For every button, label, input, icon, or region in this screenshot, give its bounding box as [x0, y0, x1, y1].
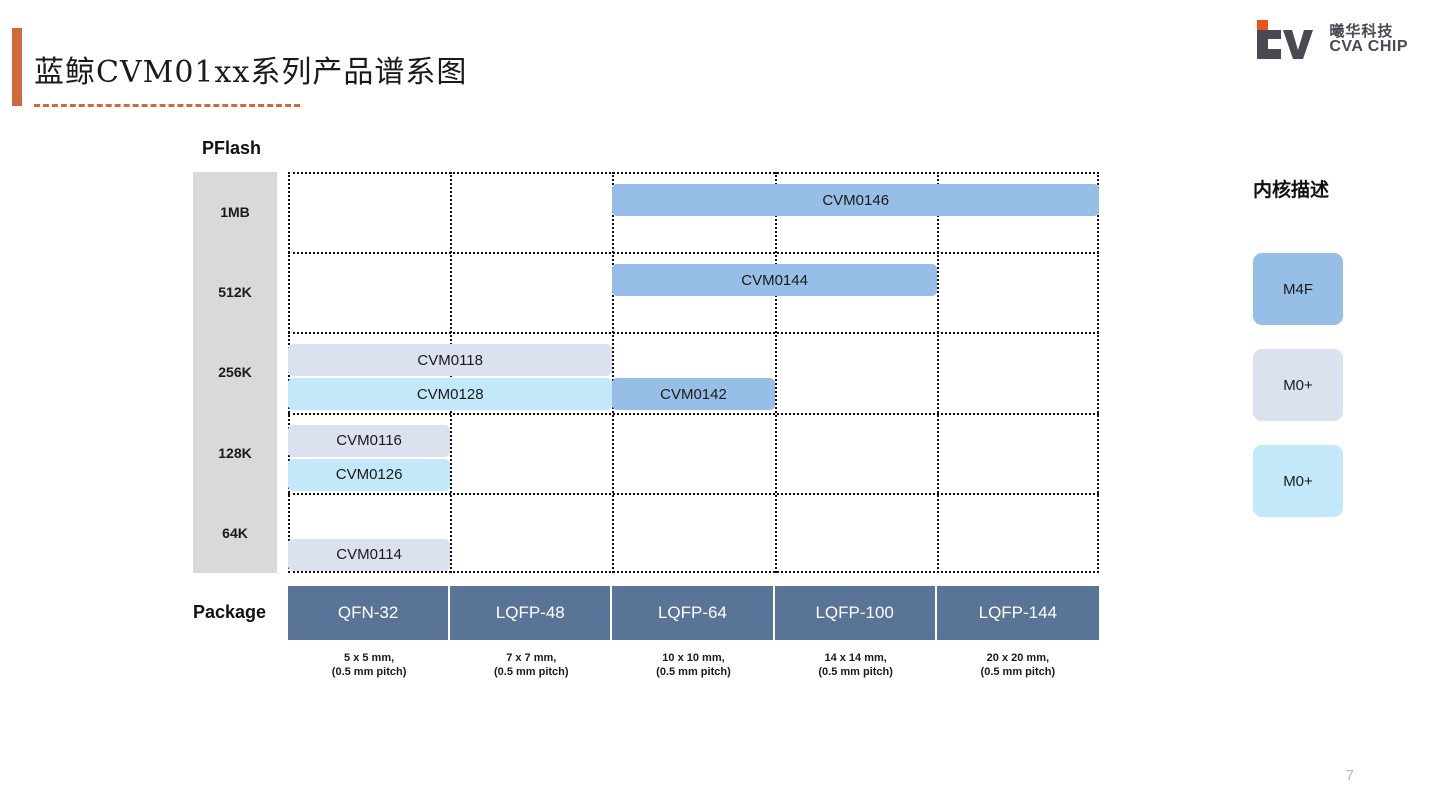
product-bar-label: CVM0118: [417, 351, 483, 369]
legend-chip-label: M4F: [1283, 280, 1313, 298]
package-size-pitch: (0.5 mm pitch): [980, 665, 1056, 678]
product-bar-label: CVM0116: [336, 432, 402, 450]
brand-logo: 曦华科技 CVA CHIP: [1251, 18, 1408, 62]
gridline-horizontal: [288, 252, 1099, 255]
page-title: 蓝鲸CVM01xx系列产品谱系图: [34, 55, 468, 90]
logo-text: 曦华科技 CVA CHIP: [1329, 22, 1408, 57]
logo-en-name: CVA CHIP: [1329, 38, 1408, 56]
package-size-row: 5 x 5 mm,(0.5 mm pitch)7 x 7 mm,(0.5 mm …: [288, 652, 1099, 680]
gridline-vertical: [1097, 172, 1099, 573]
package-cell-lqfp-100[interactable]: LQFP-100: [774, 586, 937, 640]
package-size-4: 14 x 14 mm,(0.5 mm pitch): [775, 652, 937, 680]
package-size-5: 20 x 20 mm,(0.5 mm pitch): [937, 652, 1099, 680]
package-size-pitch: (0.5 mm pitch): [331, 665, 407, 678]
cva-chip-logo-icon: [1251, 20, 1319, 60]
legend-chip-label: M0+: [1283, 472, 1313, 490]
product-bar-label: CVM0144: [741, 271, 808, 289]
product-bar-cvm0144[interactable]: CVM0144: [612, 264, 937, 297]
legend-title: 内核描述: [1253, 180, 1330, 201]
product-bar-cvm0128[interactable]: CVM0128: [288, 378, 613, 411]
package-size-3: 10 x 10 mm,(0.5 mm pitch): [612, 652, 774, 680]
product-bar-label: CVM0146: [822, 191, 890, 209]
package-size-1: 5 x 5 mm,(0.5 mm pitch): [288, 652, 450, 680]
legend-chip-label: M0+: [1283, 376, 1313, 394]
package-size-2: 7 x 7 mm,(0.5 mm pitch): [450, 652, 612, 680]
product-bar-label: CVM0126: [335, 466, 403, 484]
pflash-axis: 1MB 512K 256K 128K 64K: [193, 172, 277, 573]
title-underline: [34, 104, 300, 107]
package-size-pitch: (0.5 mm pitch): [493, 665, 569, 678]
package-size-pitch: (0.5 mm pitch): [656, 665, 731, 678]
product-bar-label: CVM0142: [660, 385, 727, 403]
product-bar-cvm0118[interactable]: CVM0118: [288, 344, 613, 377]
pflash-tick-512k: 512K: [218, 284, 252, 301]
package-size-pitch: (0.5 mm pitch): [818, 665, 893, 678]
package-size-dimension: 20 x 20 mm,: [986, 652, 1050, 664]
package-size-dimension: 14 x 14 mm,: [824, 652, 887, 664]
gridline-horizontal: [288, 412, 1099, 415]
gridline-vertical: [774, 172, 777, 573]
page-number: 7: [1345, 767, 1354, 784]
gridline-horizontal: [288, 172, 1099, 174]
package-axis-title: Package: [193, 602, 267, 622]
legend-chip-2: M0+: [1253, 445, 1343, 517]
gridline-vertical: [936, 172, 939, 573]
pflash-tick-256k: 256K: [218, 364, 252, 381]
legend-chip-0: M4F: [1253, 253, 1343, 325]
pflash-tick-1mb: 1MB: [220, 204, 250, 220]
package-cell-lqfp-48[interactable]: LQFP-48: [450, 586, 613, 640]
package-cell-lqfp-144[interactable]: LQFP-144: [936, 586, 1099, 640]
product-bar-cvm0142[interactable]: CVM0142: [612, 378, 775, 411]
gridline-horizontal: [288, 571, 1099, 573]
product-bar-label: CVM0128: [416, 385, 484, 403]
product-bar-label: CVM0114: [336, 546, 402, 564]
product-bar-cvm0116[interactable]: CVM0116: [288, 424, 451, 457]
gridline-horizontal: [288, 332, 1099, 335]
package-cell-lqfp-64[interactable]: LQFP-64: [612, 586, 775, 640]
product-bar-cvm0126[interactable]: CVM0126: [288, 458, 451, 491]
pflash-axis-title: PFlash: [202, 138, 262, 158]
pflash-tick-64k: 64K: [222, 524, 248, 541]
gridline-vertical: [612, 172, 615, 573]
pflash-tick-128k: 128K: [218, 444, 252, 461]
package-size-dimension: 7 x 7 mm,: [506, 652, 557, 664]
gridline-horizontal: [288, 492, 1099, 495]
package-size-dimension: 5 x 5 mm,: [344, 652, 395, 664]
legend-chip-1: M0+: [1253, 349, 1343, 421]
logo-cn-name: 曦华科技: [1329, 22, 1394, 40]
product-bar-cvm0114[interactable]: CVM0114: [288, 538, 451, 571]
package-size-dimension: 10 x 10 mm,: [662, 652, 725, 664]
package-cell-qfn-32[interactable]: QFN-32: [288, 586, 451, 640]
title-accent-bar: [12, 28, 22, 106]
product-bar-cvm0146[interactable]: CVM0146: [612, 184, 1099, 216]
